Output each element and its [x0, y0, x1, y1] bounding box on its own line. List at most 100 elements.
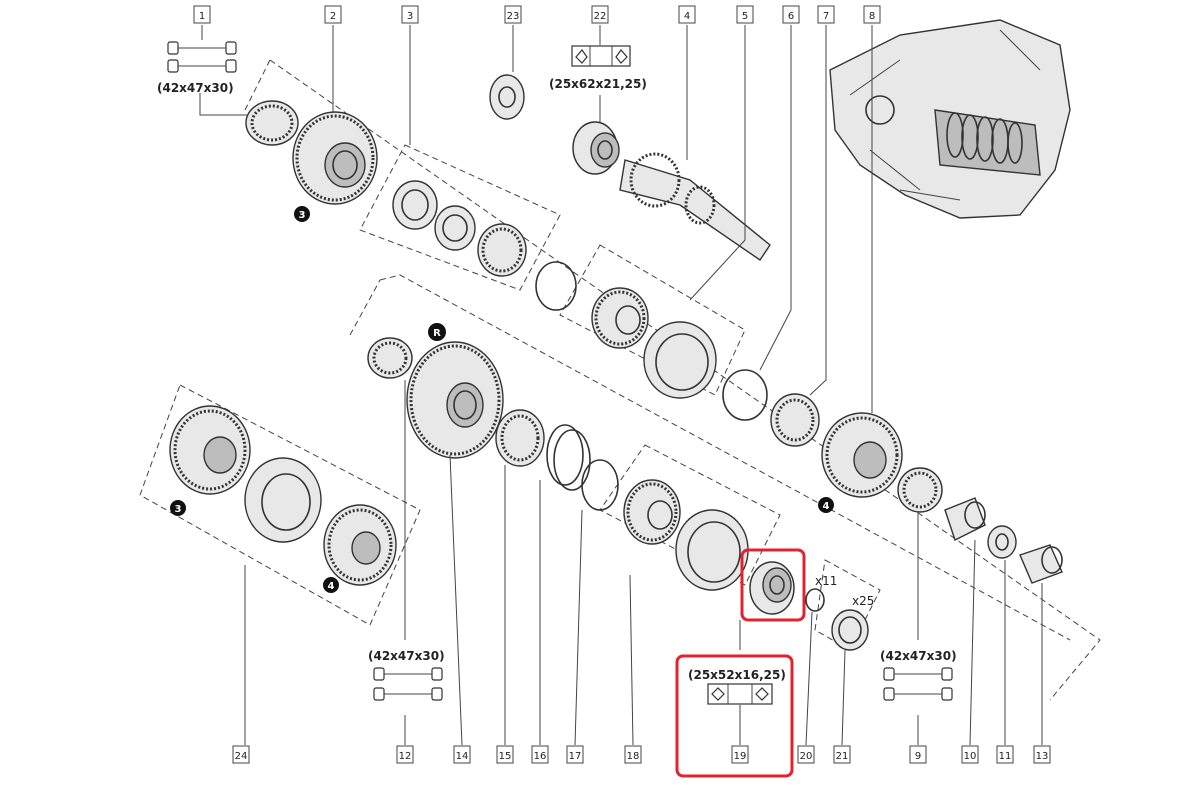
dimension-label-needle-bearing-12: (42x47x30): [368, 649, 445, 663]
callout-18: 18: [624, 745, 642, 764]
gear-badge-reverse: R: [428, 323, 446, 341]
synchro-ring-7: [770, 393, 820, 447]
bushing-10: [944, 497, 986, 541]
highlight-box-label-19: [675, 654, 794, 778]
synchro-hub-5: [591, 287, 649, 349]
highlight-box-bearing-19: [740, 548, 806, 622]
callout-label: 17: [569, 751, 582, 762]
callout-label: 16: [534, 751, 547, 762]
callout-2: 2: [324, 5, 342, 24]
callout-22: 22: [591, 5, 609, 24]
ball-bearing-icon: [707, 683, 773, 705]
reverse-gear-14: [406, 341, 504, 459]
callout-10: 10: [961, 745, 979, 764]
callout-label: 11: [999, 751, 1012, 762]
ball-bearing-22: [572, 121, 620, 175]
callout-label: 20: [800, 751, 813, 762]
svg-text:R: R: [433, 328, 441, 339]
washer-11: [987, 525, 1017, 559]
gear-badge-4-left: 4: [323, 577, 339, 593]
callout-label: 19: [734, 751, 747, 762]
callout-label: 13: [1036, 751, 1049, 762]
gear-badge-4-right: 4: [818, 497, 834, 513]
quantity-label-circlip-20: x11: [815, 574, 837, 588]
callout-label: 9: [915, 751, 921, 762]
callout-7: 7: [817, 5, 835, 24]
synchro-sleeve: [643, 321, 717, 399]
leader-lines: [199, 25, 1043, 746]
dimension-label-bearing-19: (25x52x16,25): [688, 668, 786, 682]
needle-bearing-icon: [373, 667, 443, 701]
spring-16: [546, 424, 591, 491]
gear-badge-3-top: 3: [294, 206, 310, 222]
svg-text:4: 4: [328, 581, 335, 592]
synchro-set-3: [392, 180, 527, 277]
callout-label: 12: [399, 751, 412, 762]
callout-3: 3: [401, 5, 419, 24]
callout-label: 15: [499, 751, 512, 762]
circlip-20: [805, 588, 825, 612]
callout-11: 11: [996, 745, 1014, 764]
callout-21: 21: [833, 745, 851, 764]
synchro-ring-15: [495, 409, 545, 467]
spring-17: [581, 459, 619, 511]
synchro-sleeve-18: [675, 509, 749, 591]
callout-20: 20: [797, 745, 815, 764]
callout-label: 23: [507, 11, 520, 22]
callout-16: 16: [531, 745, 549, 764]
needle-bearing-icon: [167, 41, 237, 73]
dimension-label-bearing-22: (25x62x21,25): [549, 77, 647, 91]
callout-12: 12: [396, 745, 414, 764]
needle-bearing-12: [367, 337, 413, 379]
callout-24: 24: [232, 745, 250, 764]
callout-label: 7: [823, 11, 829, 22]
callout-label: 18: [627, 751, 640, 762]
snap-ring-6: [722, 369, 768, 421]
svg-text:4: 4: [823, 501, 830, 512]
callout-label: 21: [836, 751, 849, 762]
needle-bearing-icon: [883, 667, 953, 701]
ball-bearing-19: [749, 561, 795, 615]
callout-14: 14: [453, 745, 471, 764]
bearing-cap-23: [489, 74, 525, 120]
callout-1: 1: [193, 5, 211, 24]
svg-text:3: 3: [299, 210, 306, 221]
callout-5: 5: [736, 5, 754, 24]
dimension-label-needle-bearing-9: (42x47x30): [880, 649, 957, 663]
callout-8: 8: [863, 5, 881, 24]
shim-21: [831, 609, 869, 651]
needle-bearing-1: [245, 100, 299, 146]
callout-label: 1: [199, 11, 205, 22]
dimension-label-needle-bearing-1: (42x47x30): [157, 81, 234, 95]
ball-bearing-icon: [571, 45, 631, 67]
gear-badge-3-left: 3: [170, 500, 186, 516]
snap-ring-4: [535, 261, 577, 311]
callout-9: 9: [909, 745, 927, 764]
synchro-hub-18: [623, 479, 681, 545]
gear-8: [821, 412, 903, 498]
callout-label: 5: [742, 11, 748, 22]
callout-label: 2: [330, 11, 336, 22]
gear-2: [292, 111, 378, 205]
bushing-13: [1019, 544, 1063, 584]
callout-label: 24: [235, 751, 248, 762]
quantity-label-shim-21: x25: [852, 594, 874, 608]
callout-17: 17: [566, 745, 584, 764]
output-shaft: [619, 152, 771, 261]
callout-23: 23: [504, 5, 522, 24]
gear-assembly-24: [169, 405, 397, 586]
svg-text:3: 3: [175, 504, 182, 515]
gearbox-housing-illustration: [829, 19, 1071, 219]
callout-label: 14: [456, 751, 469, 762]
callout-19: 19: [731, 745, 749, 764]
needle-bearing-9: [897, 467, 943, 513]
callout-label: 6: [788, 11, 794, 22]
callout-label: 10: [964, 751, 977, 762]
callout-6: 6: [782, 5, 800, 24]
callout-13: 13: [1033, 745, 1051, 764]
assembly-outlines: [139, 59, 1101, 701]
callout-4: 4: [678, 5, 696, 24]
callout-15: 15: [496, 745, 514, 764]
